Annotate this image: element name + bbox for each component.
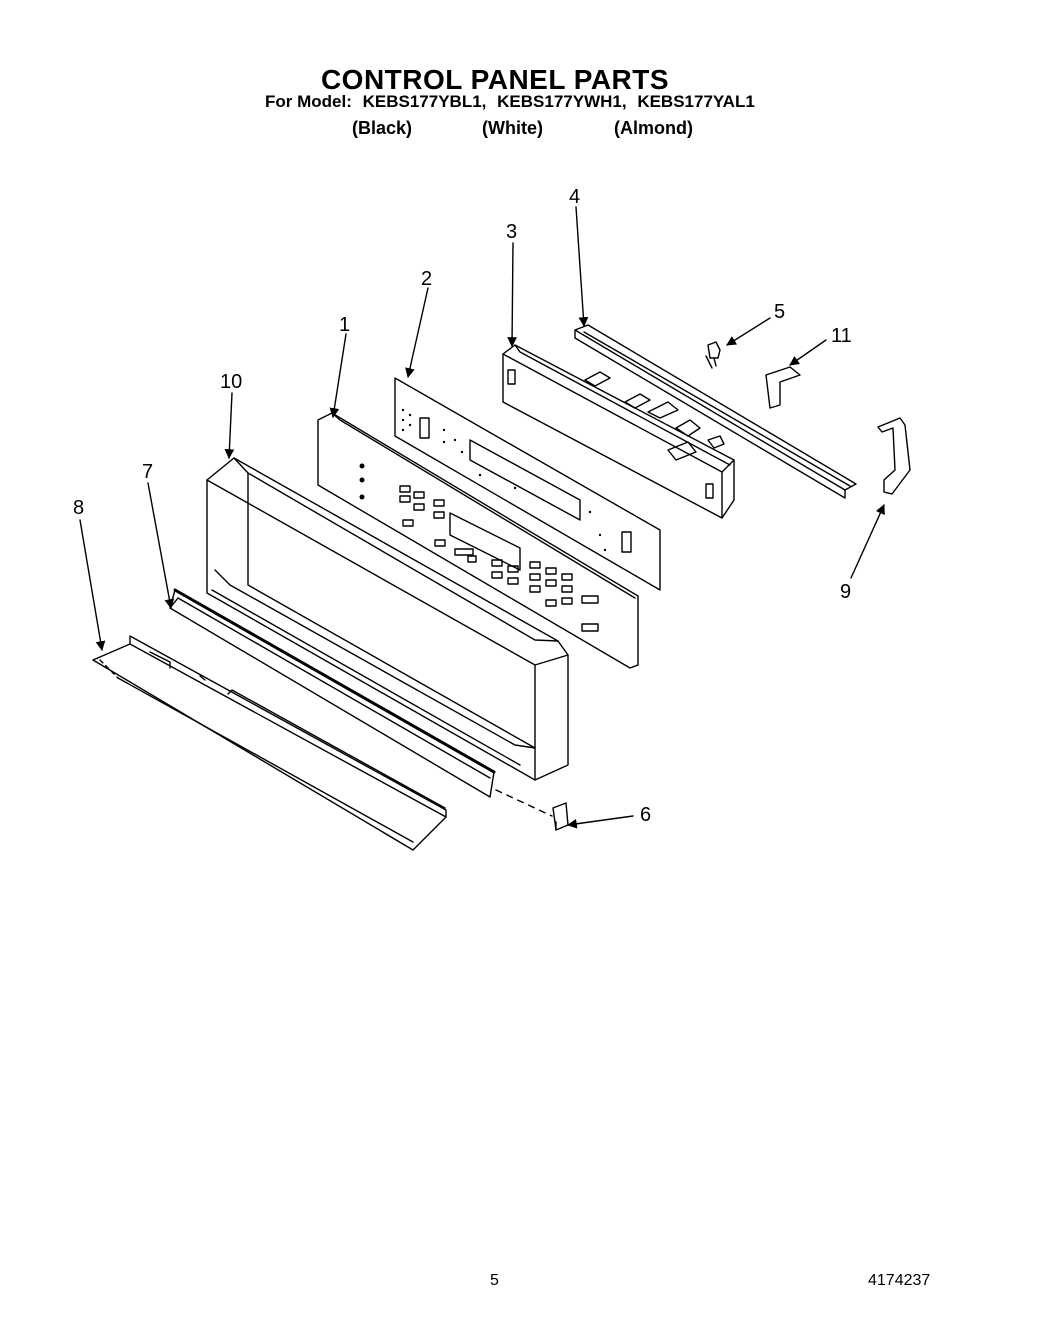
callout-8: 8 xyxy=(73,497,84,519)
part-11-bracket xyxy=(765,366,801,409)
document-number: 4174237 xyxy=(868,1272,931,1289)
part-4-mounting-rail xyxy=(574,324,857,499)
part-5-clip xyxy=(705,341,721,369)
model-white: KEBS177YWH1, xyxy=(497,92,627,111)
model-list: For Model: KEBS177YBL1, KEBS177YWH1, KEB… xyxy=(265,92,761,112)
finish-black: (Black) xyxy=(352,118,413,138)
part-2-switch-overlay xyxy=(394,377,661,591)
part-10-panel-frame xyxy=(206,457,569,781)
callout-10: 10 xyxy=(220,371,242,393)
finish-white: (White) xyxy=(482,118,543,138)
callout-6: 6 xyxy=(640,804,651,826)
callout-3: 3 xyxy=(506,221,517,243)
callout-2: 2 xyxy=(421,268,432,290)
part-7-lens-strip xyxy=(169,588,496,798)
callout-7: 7 xyxy=(142,461,153,483)
part-9-hold-down-bracket xyxy=(877,417,911,495)
callout-5: 5 xyxy=(774,301,785,323)
leader-lines xyxy=(79,206,885,829)
model-almond: KEBS177YAL1 xyxy=(637,92,755,111)
page-number: 5 xyxy=(490,1272,499,1289)
diagram-title: CONTROL PANEL PARTS xyxy=(320,64,670,95)
alignment-line xyxy=(99,659,119,679)
finish-almond: (Almond) xyxy=(614,118,693,138)
model-black: KEBS177YBL1, xyxy=(362,92,487,111)
part-6-small-clip xyxy=(552,802,569,831)
part-3-control-board xyxy=(502,344,735,519)
callout-4: 4 xyxy=(569,186,580,208)
callout-11: 11 xyxy=(831,325,852,347)
model-prefix: For Model: xyxy=(265,92,352,111)
part-1-faceplate xyxy=(317,412,639,669)
part-8-lower-trim xyxy=(92,635,447,851)
callout-9: 9 xyxy=(840,581,851,603)
alignment-line xyxy=(495,789,553,817)
callout-1: 1 xyxy=(339,314,350,336)
